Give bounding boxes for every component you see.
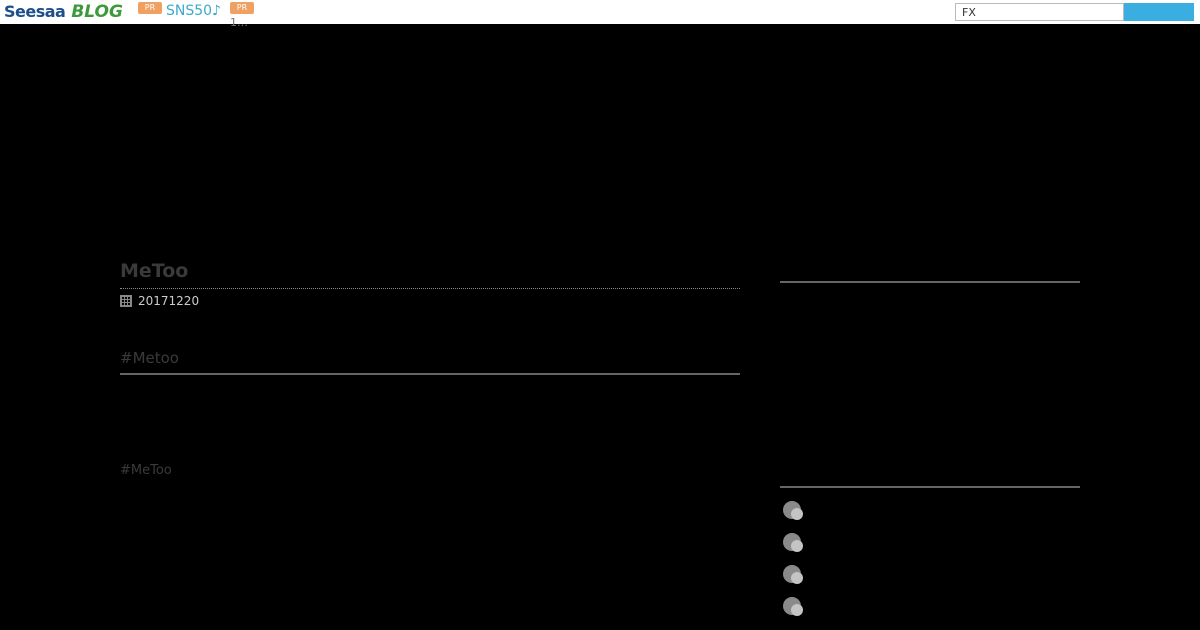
pr-ad-link[interactable]: SNS50♪ — [166, 3, 221, 19]
post-title[interactable]: MeToo — [120, 258, 740, 289]
list-item[interactable] — [782, 533, 1080, 565]
logo-seesaa-text: Seesaa — [4, 2, 66, 21]
recent-comments-list — [782, 501, 1080, 629]
calendar-icon — [120, 295, 132, 307]
comment-bubble-icon — [782, 533, 804, 555]
pr-badge: PR — [138, 2, 162, 14]
list-item[interactable] — [782, 565, 1080, 597]
list-item[interactable] — [782, 597, 1080, 629]
blog-article: MeToo 20171220 #Metoo #MeToo — [120, 258, 740, 478]
seesaa-blog-logo[interactable]: Seesaa BLOG — [4, 2, 123, 22]
pr-badge-secondary: PR — [230, 2, 254, 14]
sidebar — [780, 281, 1080, 629]
sidebar-divider — [780, 486, 1080, 488]
pr-ad-link-secondary[interactable]: 1… — [230, 16, 248, 29]
post-date-row: 20171220 — [120, 293, 740, 309]
comment-bubble-icon — [782, 565, 804, 587]
logo-blog-text: BLOG — [71, 2, 123, 22]
comment-bubble-icon — [782, 501, 804, 523]
comment-bubble-icon — [782, 597, 804, 619]
section-heading: #Metoo — [120, 347, 740, 375]
list-item[interactable] — [782, 501, 1080, 533]
search-button[interactable] — [1124, 3, 1194, 21]
tag-link[interactable]: #MeToo — [120, 463, 172, 478]
sidebar-divider — [780, 281, 1080, 283]
search-input[interactable] — [955, 3, 1124, 21]
top-navigation-bar: Seesaa BLOG PR SNS50♪ PR 1… — [0, 0, 1200, 29]
post-date: 20171220 — [138, 294, 200, 308]
